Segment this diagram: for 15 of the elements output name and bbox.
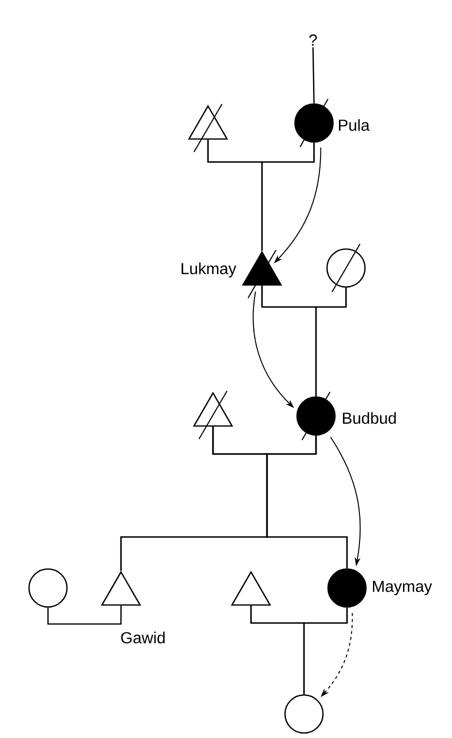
name-label: Gawid — [121, 632, 165, 644]
female-symbol — [284, 694, 324, 734]
name-label: Lukmay — [182, 262, 236, 278]
female-symbol — [326, 244, 366, 292]
question-mark: ? — [309, 34, 317, 46]
descent-line — [303, 608, 348, 694]
descent-line — [261, 142, 315, 251]
descent-line — [315, 288, 347, 396]
name-label: Pula — [338, 119, 370, 131]
female-symbol — [28, 568, 68, 608]
descent-line — [266, 436, 348, 568]
line — [312, 47, 315, 104]
name-label: Budbud — [342, 412, 396, 424]
name-label: Maymay — [372, 580, 432, 596]
marriage-line — [47, 606, 122, 625]
